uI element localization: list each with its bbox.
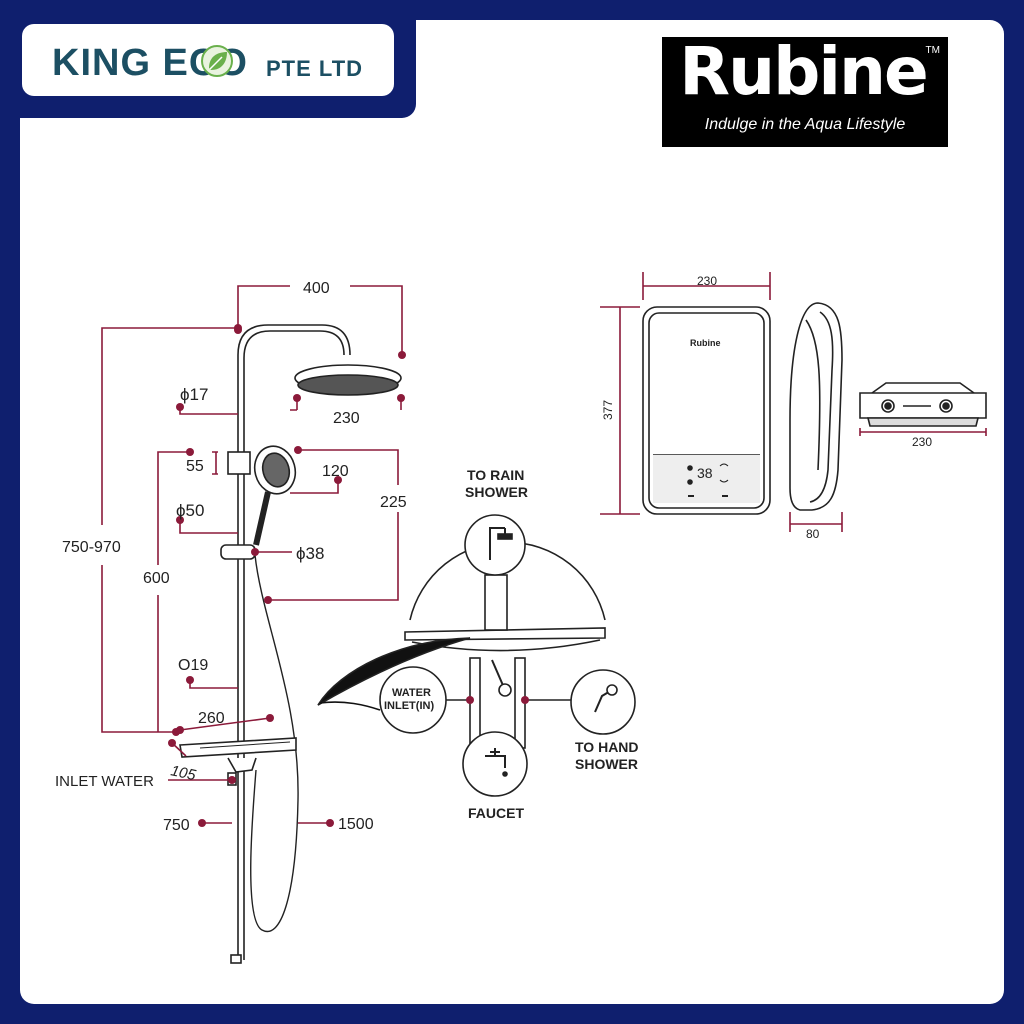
heater-bottom-width-label: 230 [912, 435, 932, 449]
rain-shower-label-1: TO RAIN [467, 467, 524, 483]
dim-total-height: 750-970 [62, 539, 121, 556]
heater-dimension-lines [600, 272, 987, 532]
dim-shelf-depth: 105 [169, 762, 198, 784]
dimension-lines [101, 285, 406, 827]
dim-hand-dia: ϕ50 [176, 501, 204, 520]
dim-hand-height: 225 [380, 494, 407, 511]
hand-shower-label-1: TO HAND [575, 739, 639, 755]
rubine-wordmark: Rubine [679, 33, 928, 110]
water-inlet-label-2: INLET(IN) [384, 700, 434, 712]
dim-slider-dia: ϕ38 [296, 544, 324, 563]
heater-dimension-labels: 230 377 80 230 [601, 274, 932, 541]
faucet-label: FAUCET [468, 805, 524, 821]
heater-depth-label: 80 [806, 527, 820, 541]
heater-front-view: 38 [642, 306, 771, 515]
heater-bottom-view [859, 382, 987, 427]
dim-lower-dia: O19 [178, 657, 208, 674]
heater-panel-logo: Rubine [690, 338, 721, 348]
water-inlet-label-1: WATER [392, 687, 431, 699]
rubine-tagline: Indulge in the Aqua Lifestyle [704, 116, 906, 133]
heater-side-view [789, 302, 843, 511]
callout-labels: TO RAIN SHOWER WATER INLET(IN) TO HAND S… [384, 467, 639, 821]
heater-width-label: 230 [697, 274, 717, 288]
dim-top-width: 400 [303, 280, 330, 297]
rain-shower-label-2: SHOWER [465, 484, 528, 500]
dim-holder: 55 [186, 458, 204, 475]
dim-hose-length: 1500 [338, 816, 374, 833]
trademark-mark: TM [925, 45, 940, 56]
dim-hand-offset: 120 [322, 463, 349, 480]
leaf-icon [201, 45, 233, 77]
dim-bar-height: 600 [143, 570, 170, 587]
king-eco-logo: KING ECO PTE LTD [22, 24, 394, 96]
heater-height-label: 377 [601, 400, 615, 420]
heater-display: 38 [697, 465, 713, 481]
dim-lower-length: 750 [163, 817, 190, 834]
shower-set [179, 324, 402, 964]
brand-suffix: PTE LTD [266, 56, 364, 81]
mixer-callout [317, 514, 636, 797]
dimension-labels: 400 230 ϕ17 55 120 225 ϕ50 ϕ38 750-970 6… [55, 280, 407, 834]
rubine-logo: Rubine TM Indulge in the Aqua Lifestyle [662, 33, 948, 147]
dim-shelf-width: 260 [198, 710, 225, 727]
dim-head-width: 230 [333, 410, 360, 427]
hand-shower-label-2: SHOWER [575, 756, 638, 772]
white-panel [20, 20, 1004, 1004]
inlet-water-label: INLET WATER [55, 773, 154, 790]
dim-pipe-dia: ϕ17 [180, 385, 208, 404]
